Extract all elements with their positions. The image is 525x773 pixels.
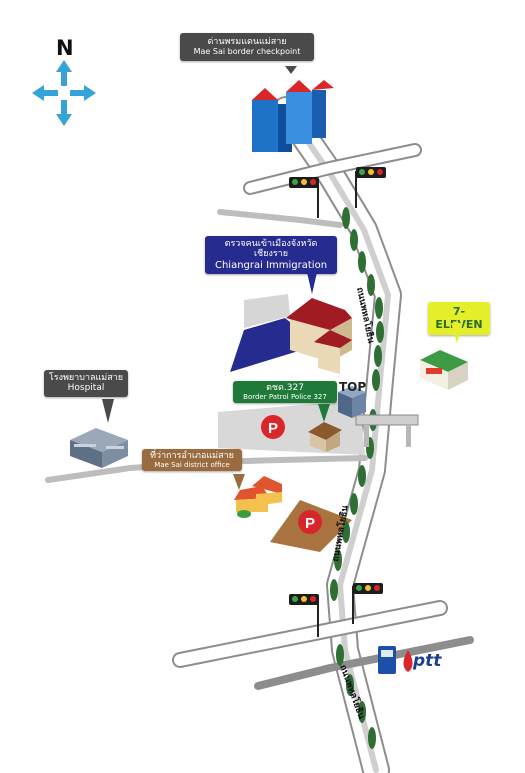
tree-icon: [358, 701, 366, 723]
tree-icon: [374, 345, 382, 367]
tree-icon: [372, 369, 380, 391]
traffic-light-icon: [289, 177, 319, 218]
overpass-deck: [355, 414, 419, 426]
border-patrol-house-icon: [308, 422, 342, 452]
tops-building-icon: [338, 386, 366, 418]
border-patrol-en: Border Patrol Police 327: [243, 393, 327, 402]
label-pointer: [233, 474, 245, 490]
tree-icon: [368, 727, 376, 749]
immigration-area-2: [244, 294, 290, 328]
immigration-label[interactable]: ตรวจคนเข้าเมืองจังหวัดเชียงราย Chiangrai…: [205, 236, 337, 275]
road-south-cross-surface: [174, 602, 446, 666]
tree-icon: [376, 321, 384, 343]
fuel-pump-icon: [378, 646, 413, 674]
border-checkpoint-label[interactable]: ด่านพรมแดนแม่สาย Mae Sai border checkpoi…: [180, 33, 314, 61]
road-north-cross-surface: [245, 145, 420, 193]
district-office-en: Mae Sai district office: [154, 461, 230, 470]
immigration-th: ตรวจคนเข้าเมืองจังหวัดเชียงราย: [224, 239, 318, 260]
compass-arrows-icon: [32, 60, 96, 126]
overpass-pillar: [406, 425, 411, 447]
hospital-th: โรงพยาบาลแม่สาย: [48, 373, 124, 383]
traffic-light-icon: [352, 583, 383, 624]
immigration-building-icon: [286, 298, 352, 374]
tree-icon: [367, 274, 375, 296]
tops-label[interactable]: TOP: [339, 380, 367, 394]
tree-icon: [330, 579, 338, 601]
seven-eleven-store-icon: [420, 350, 468, 390]
road-south-lower: [254, 636, 474, 690]
label-pointer: [102, 399, 114, 423]
label-pointer: [285, 66, 297, 74]
overpass-pillar: [364, 425, 369, 447]
tree-icon: [375, 297, 383, 319]
traffic-light-icon: [355, 167, 386, 208]
tree-icon: [350, 229, 358, 251]
hospital-building-icon: [70, 428, 128, 468]
tree-icon: [342, 207, 350, 229]
hospital-label[interactable]: โรงพยาบาลแม่สาย Hospital: [44, 370, 128, 397]
parking-icon: P: [298, 510, 322, 534]
hospital-en: Hospital: [67, 383, 105, 394]
ptt-label[interactable]: ptt: [413, 651, 442, 671]
tree-icon: [358, 251, 366, 273]
immigration-en: Chiangrai Immigration: [214, 259, 328, 271]
border-patrol-th: ตชด.327: [266, 383, 304, 393]
tree-icon: [358, 465, 366, 487]
parking-icon: P: [261, 415, 285, 439]
road-west-upper: [217, 209, 343, 228]
border-checkpoint-th: ด่านพรมแดนแม่สาย: [207, 37, 287, 47]
overpass: [355, 414, 419, 447]
district-office-th: ที่ว่าการอำเภอแม่สาย: [150, 451, 234, 461]
north-label: N: [56, 36, 74, 60]
tree-icon: [336, 644, 344, 666]
tree-icon: [346, 674, 354, 696]
svg-text:P: P: [268, 420, 278, 437]
tree-icon: [334, 549, 342, 571]
district-office-label[interactable]: ที่ว่าการอำเภอแม่สาย Mae Sai district of…: [142, 449, 242, 472]
traffic-light-icon: [289, 594, 319, 637]
tree-icon: [350, 493, 358, 515]
label-pointer: [318, 404, 330, 422]
border-checkpoint-en: Mae Sai border checkpoint: [193, 47, 301, 57]
tree-icon: [342, 521, 350, 543]
label-pointer: [451, 323, 463, 343]
border-checkpoint-building-icon: [252, 80, 334, 152]
label-pointer: [306, 268, 318, 294]
svg-text:P: P: [305, 515, 315, 532]
border-patrol-label[interactable]: ตชด.327 Border Patrol Police 327: [233, 381, 337, 404]
